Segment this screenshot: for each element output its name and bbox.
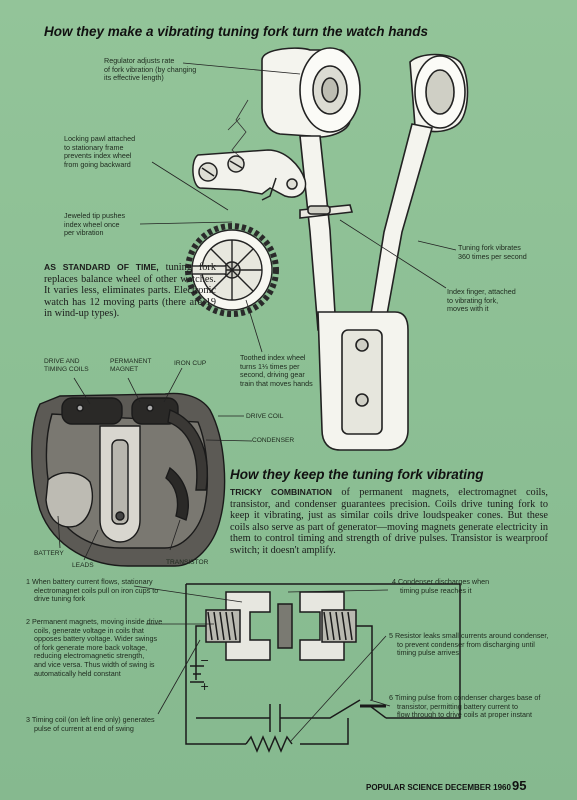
- circuit-heading: How they keep the tuning fork vibrating: [230, 467, 484, 482]
- top-heading: How they make a vibrating tuning fork tu…: [44, 24, 429, 39]
- tricky-text: of permanent magnets, electromagnet coil…: [230, 487, 548, 556]
- step-5: 5 Resistor leaks small currents around c…: [389, 631, 549, 658]
- label-drive-coil: DRIVE COIL: [246, 413, 284, 420]
- label-iron-cup: IRON CUP: [174, 360, 207, 367]
- label-transistor: TRANSISTOR: [166, 559, 209, 566]
- label-leads: LEADS: [72, 562, 94, 569]
- footer-credit: POPULAR SCIENCE DECEMBER 1960: [366, 783, 511, 792]
- step-6: 6 Timing pulse from condenser charges ba…: [389, 693, 541, 720]
- standard-lead: AS STANDARD OF TIME,: [44, 262, 159, 272]
- step-3: 3 Timing coil (on left line only) genera…: [26, 715, 155, 733]
- pivot-lines: [227, 99, 249, 161]
- locking-pawl-illustration: [192, 149, 307, 201]
- movement-callout-lines: [57, 367, 253, 561]
- standard-of-time-paragraph: AS STANDARD OF TIME, tuning fork replace…: [44, 262, 216, 320]
- step-1: 1 When battery current flows, stationary…: [26, 577, 159, 604]
- fork-callout-lines: [139, 62, 457, 353]
- circuit-diagram: [185, 583, 461, 753]
- watch-movement-illustration: [31, 392, 226, 567]
- label-condenser: CONDENSER: [252, 437, 295, 444]
- index-wheel-illustration: [185, 223, 279, 317]
- tuning-fork-illustration: [261, 47, 469, 451]
- step-2: 2 Permanent magnets, moving inside drive…: [26, 617, 163, 678]
- tricky-lead: TRICKY COMBINATION: [230, 487, 332, 497]
- circuit-callout-lines: [133, 585, 391, 743]
- tricky-combination-paragraph: TRICKY COMBINATION of permanent magnets,…: [230, 487, 548, 557]
- battery-minus-symbol: −: [200, 654, 209, 667]
- battery-plus-symbol: +: [200, 680, 209, 693]
- label-battery: BATTERY: [34, 550, 64, 557]
- page-number: 95: [512, 778, 527, 793]
- standard-text: tuning fork replaces balance wheel of ot…: [44, 262, 217, 320]
